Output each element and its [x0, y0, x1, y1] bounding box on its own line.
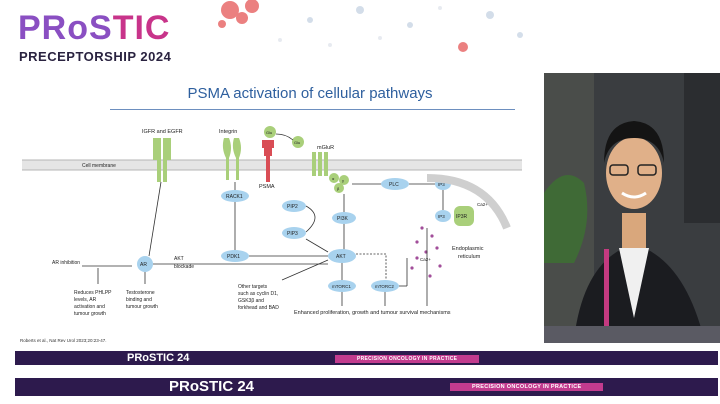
svg-text:IP3: IP3	[438, 182, 445, 187]
banner-logo: PRoSTIC 24	[169, 378, 255, 395]
calcium-dots	[410, 226, 442, 278]
integrin-label: Integrin	[219, 129, 237, 135]
svg-text:AKT: AKT	[336, 254, 346, 260]
event-banner-top: PRoSTIC 24 PRECISION ONCOLOGY IN PRACTIC…	[15, 351, 718, 365]
mglur-receptor	[312, 152, 328, 176]
svg-text:Glu: Glu	[266, 130, 272, 135]
svg-text:levels, AR: levels, AR	[74, 297, 97, 303]
svg-text:PI3K: PI3K	[337, 216, 349, 222]
banner-tagline: PRECISION ONCOLOGY IN PRACTICE	[450, 383, 604, 391]
svg-text:Glu: Glu	[294, 140, 300, 145]
glu-molecule	[264, 126, 276, 138]
svg-text:blockade: blockade	[174, 264, 194, 270]
mtorc2-node	[371, 280, 399, 292]
prostic-logo: PRoSTIC	[18, 9, 171, 47]
other-targets-label: Other targets	[238, 284, 268, 290]
plc-node	[381, 178, 409, 190]
testosterone-label: Testosterone	[126, 290, 155, 296]
event-banner-bottom: PRoSTIC 24 PRECISION ONCOLOGY IN PRACTIC…	[15, 378, 718, 396]
svg-text:IP3R: IP3R	[456, 214, 468, 220]
pdk1-node	[221, 250, 249, 262]
video-bottom-bar	[544, 326, 720, 343]
akt-blockade-label: AKT	[174, 256, 184, 262]
svg-text:tumour growth: tumour growth	[126, 304, 158, 310]
preceptorship-subtitle: PRECEPTORSHIP 2024	[19, 49, 172, 64]
rack1-node	[221, 190, 249, 202]
psma-label: PSMA	[259, 184, 275, 190]
svg-text:Ca2+: Ca2+	[477, 202, 488, 207]
svg-text:mTORC2: mTORC2	[375, 284, 394, 289]
enhanced-proliferation-label: Enhanced proliferation, growth and tumou…	[294, 310, 451, 316]
svg-text:α: α	[332, 176, 335, 181]
ar-node	[137, 256, 153, 272]
g-protein: α γ β	[329, 173, 349, 193]
pi3k-node	[332, 212, 356, 224]
svg-text:PIP2: PIP2	[287, 204, 298, 210]
glu-molecule	[292, 136, 304, 148]
speaker-figure	[544, 73, 720, 339]
banner-tagline: PRECISION ONCOLOGY IN PRACTICE	[335, 355, 480, 363]
svg-text:PIP3: PIP3	[287, 231, 298, 237]
svg-text:forkhead and BAD: forkhead and BAD	[238, 305, 279, 311]
endoplasmic-reticulum	[426, 174, 511, 230]
cell-membrane	[22, 159, 522, 171]
svg-text:binding and: binding and	[126, 297, 152, 303]
svg-text:RACK1: RACK1	[226, 194, 243, 200]
banner-logo: PRoSTIC 24	[127, 352, 190, 364]
psma-pathway-diagram: Cell membrane IGFR and EGFR Integrin Glu…	[22, 126, 522, 317]
ip3r-receptor	[454, 206, 474, 226]
mtorc1-node	[328, 280, 356, 292]
endoplasmic-label: Endoplasmic	[452, 246, 484, 252]
ip3-node	[435, 210, 451, 222]
svg-text:β: β	[337, 186, 340, 191]
svg-text:tumour growth: tumour growth	[74, 311, 106, 317]
integrin-receptor	[222, 138, 241, 180]
svg-text:PLC: PLC	[389, 182, 399, 188]
phlpp-label: Reduces PHLPP	[74, 290, 112, 296]
speaker-video	[544, 73, 720, 339]
svg-text:such as cyclin D1,: such as cyclin D1,	[238, 291, 278, 297]
svg-text:γ: γ	[342, 178, 344, 183]
svg-text:PDK1: PDK1	[227, 254, 240, 260]
svg-text:IP3: IP3	[438, 214, 445, 219]
akt-node	[328, 249, 356, 263]
slide-title: PSMA activation of cellular pathways	[187, 85, 433, 102]
title-divider	[110, 109, 515, 110]
mglur-label: mGluR	[317, 145, 334, 151]
ar-inhibition-label: AR inhibition	[52, 260, 80, 266]
svg-text:GSK3β and: GSK3β and	[238, 298, 264, 304]
igfr-egfr-label: IGFR and EGFR	[142, 129, 183, 135]
pip2-node	[282, 200, 306, 212]
cell-membrane-label: Cell membrane	[82, 163, 116, 169]
svg-text:activation and: activation and	[74, 304, 105, 310]
igfr-egfr-receptor	[153, 138, 171, 182]
citation: Roberts et al., Nat Rev Urol 2023;20:23-…	[20, 338, 107, 343]
svg-text:AR: AR	[140, 262, 147, 268]
svg-text:mTORC1: mTORC1	[332, 284, 351, 289]
psma-receptor	[262, 140, 274, 182]
decorative-cells	[218, 0, 523, 52]
svg-text:reticulum: reticulum	[458, 254, 481, 260]
pip3-node	[282, 227, 306, 239]
svg-text:Ca2+: Ca2+	[420, 257, 431, 262]
